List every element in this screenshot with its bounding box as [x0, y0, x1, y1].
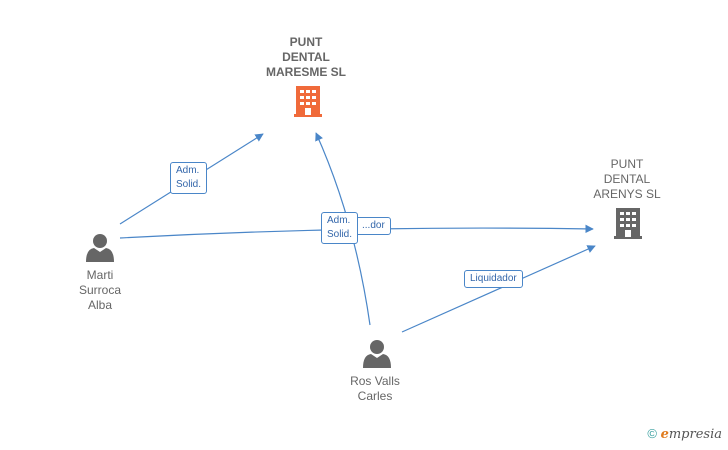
company-name-line: PUNT	[610, 157, 644, 171]
company-label-maresme[interactable]: PUNT DENTAL MARESME SL	[246, 35, 366, 80]
company-name-line: MARESME SL	[265, 65, 346, 79]
company-name-line: DENTAL	[603, 172, 651, 186]
brand-logo: empresia	[661, 427, 722, 442]
edge-label-line: Adm.	[327, 215, 351, 226]
company-name-line: ARENYS SL	[593, 187, 661, 201]
edge-label-ros-maresme: Adm. Solid.	[321, 212, 359, 244]
company-name-line: DENTAL	[282, 50, 330, 64]
person-name-line: Ros Valls	[350, 374, 400, 388]
copyright-icon: ©	[647, 426, 657, 441]
edge-label-line: Solid.	[176, 179, 202, 190]
brand-initial: e	[660, 427, 669, 442]
company-label-arenys[interactable]: PUNT DENTAL ARENYS SL	[574, 157, 680, 202]
person-icon[interactable]	[86, 234, 114, 262]
edge-label-line: Adm.	[176, 165, 200, 176]
building-icon[interactable]	[294, 86, 322, 117]
company-name-line: PUNT	[289, 35, 323, 49]
edge-label-text: ...dor	[362, 220, 385, 231]
person-label-marti[interactable]: Marti Surroca Alba	[60, 268, 140, 313]
edge-label-ros-arenys: Liquidador	[464, 270, 523, 288]
copyright-notice[interactable]: © empresia	[647, 426, 722, 442]
edge-label-line: Solid.	[327, 229, 353, 240]
building-icon[interactable]	[614, 208, 642, 239]
person-label-ros[interactable]: Ros Valls Carles	[335, 374, 415, 404]
brand-name: mpresia	[668, 427, 722, 442]
edge-label-marti-maresme: Adm. Solid.	[170, 162, 208, 194]
edge-label-text: Liquidador	[470, 273, 517, 284]
edge-ros-arenys	[401, 245, 596, 333]
person-icon[interactable]	[363, 340, 391, 368]
person-name-line: Marti	[86, 268, 114, 282]
person-name-line: Carles	[357, 389, 393, 403]
person-name-line: Surroca	[78, 283, 122, 297]
person-name-line: Alba	[87, 298, 113, 312]
